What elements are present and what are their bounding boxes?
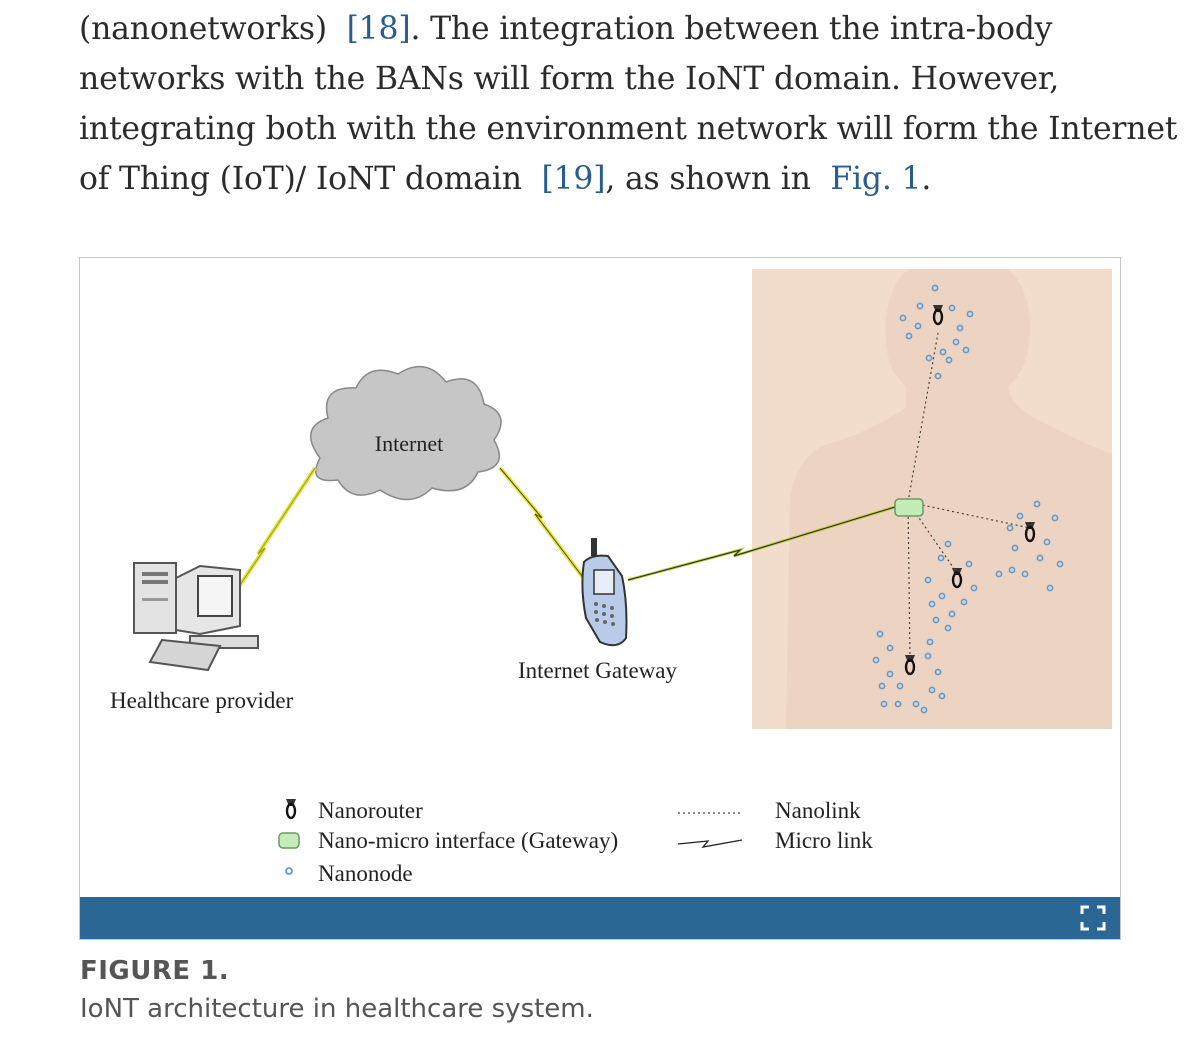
diagram-legend: Nanorouter Nano-micro interface (Gateway… bbox=[278, 797, 873, 886]
nanonode-cluster bbox=[872, 284, 1064, 714]
text-span: of Thing (IoT)/ IoNT domain bbox=[79, 161, 542, 197]
legend-interface-label: Nano-micro interface (Gateway) bbox=[318, 828, 618, 853]
paragraph-line-3: integrating both with the environment ne… bbox=[79, 111, 1178, 147]
legend-nanonode-icon bbox=[285, 867, 293, 875]
legend-microlink-label: Micro link bbox=[775, 828, 873, 853]
figure-link[interactable]: Fig. 1 bbox=[830, 161, 922, 197]
nano-link-lines bbox=[907, 332, 1031, 659]
paragraph-line-2: networks with the BANs will form the IoN… bbox=[79, 61, 1060, 97]
body-paragraph: (nanonetworks) [18]. The integration bet… bbox=[79, 4, 1178, 204]
internet-gateway-label: Internet Gateway bbox=[518, 658, 678, 683]
text-span: , as shown in bbox=[605, 161, 831, 197]
legend-nanolink-label: Nanolink bbox=[775, 798, 861, 823]
text-span: (nanonetworks) bbox=[79, 11, 347, 47]
reference-link-18[interactable]: [18] bbox=[346, 11, 411, 47]
iont-architecture-diagram: Internet Healthcare provider bbox=[110, 269, 1112, 886]
internet-label: Internet bbox=[375, 431, 443, 456]
legend-nanorouter-label: Nanorouter bbox=[318, 798, 423, 823]
text-span: . The integration between the intra-body bbox=[410, 11, 1053, 47]
paragraph-line-1: (nanonetworks) [18]. The integration bet… bbox=[79, 4, 1139, 54]
figure-caption: IoNT architecture in healthcare system. bbox=[80, 994, 594, 1024]
expand-icon[interactable] bbox=[1080, 905, 1106, 931]
figure-container[interactable]: Internet Healthcare provider bbox=[79, 257, 1121, 940]
internet-cloud: Internet bbox=[310, 365, 502, 501]
healthcare-provider-label: Healthcare provider bbox=[110, 688, 294, 713]
text-span: . bbox=[921, 161, 932, 197]
legend-interface-icon bbox=[278, 832, 300, 849]
legend-nanorouter-icon bbox=[284, 797, 298, 820]
reference-link-19[interactable]: [19] bbox=[541, 161, 606, 197]
nano-micro-interface-gateway bbox=[894, 498, 924, 517]
figure-label: FIGURE 1. bbox=[80, 956, 230, 986]
figure-toolbar bbox=[80, 897, 1120, 939]
legend-nanonode-label: Nanonode bbox=[318, 861, 413, 886]
paragraph-line-4: of Thing (IoT)/ IoNT domain [19], as sho… bbox=[79, 154, 1139, 204]
legend-microlink-icon bbox=[677, 839, 743, 848]
computer-icon bbox=[133, 562, 259, 672]
mobile-phone-icon bbox=[581, 538, 628, 647]
human-body-silhouette bbox=[752, 269, 1112, 729]
micro-link-lines bbox=[236, 466, 896, 590]
